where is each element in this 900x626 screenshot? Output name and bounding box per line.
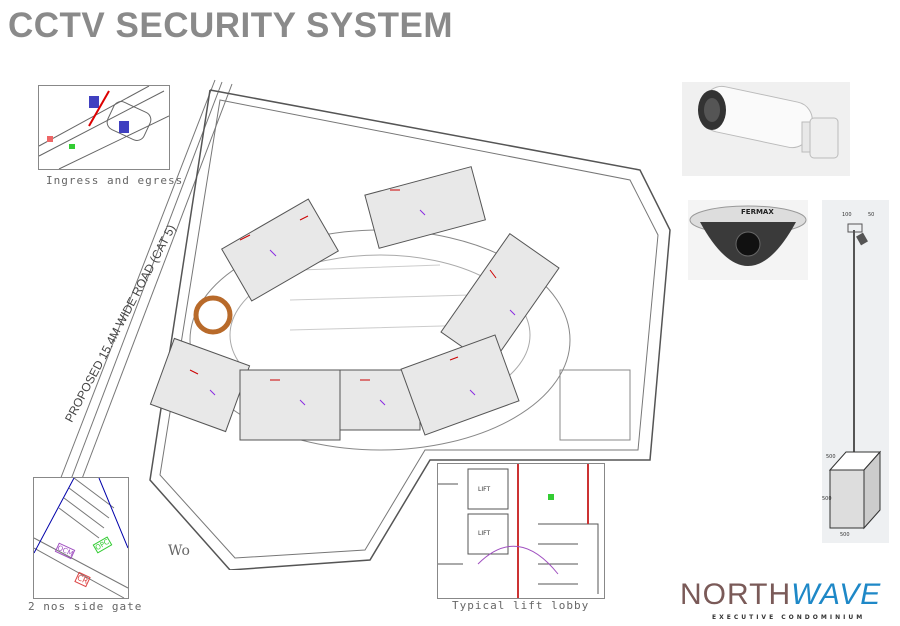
- lift-lobby-label: Typical lift lobby: [452, 599, 590, 612]
- dome-camera-icon: [689, 205, 807, 266]
- site-plan: [59, 79, 671, 570]
- clubhouse-marker: [193, 295, 233, 335]
- dim-5: 500: [840, 532, 850, 538]
- dim-1: 100: [842, 212, 852, 218]
- lift-tag-2: LIFT: [478, 530, 491, 537]
- bullet-camera-icon: [698, 85, 839, 159]
- dim-3: 500: [826, 454, 836, 460]
- lift-tag-1: LIFT: [478, 486, 491, 493]
- inset-side-gate: OCM OPC CR: [33, 477, 129, 599]
- logo-subtitle: EXECUTIVE CONDOMINIUM: [712, 614, 866, 621]
- basketball-court: [559, 369, 631, 441]
- inset-lift-lobby: LIFT LIFT: [437, 463, 605, 599]
- partial-road-text: Wo: [168, 543, 190, 559]
- logo-north: NORTH: [680, 578, 792, 611]
- logo-wave: WAVE: [791, 578, 882, 611]
- dim-2: 50: [868, 212, 875, 218]
- dome-brand: FERMAX: [741, 208, 774, 216]
- bullet-camera-photo: [682, 82, 850, 176]
- ingress-label: Ingress and egress: [46, 174, 184, 187]
- inset-ingress-egress: [38, 85, 170, 170]
- northwave-logo: NORTHWAVE: [680, 578, 881, 612]
- dome-camera-photo: FERMAX: [688, 200, 808, 280]
- dim-4: 500: [822, 496, 832, 502]
- pole-detail-drawing: 100 50 500 500 500: [822, 200, 889, 543]
- side-gate-label: 2 nos side gate: [28, 600, 143, 613]
- page-title: CCTV SECURITY SYSTEM: [8, 6, 453, 45]
